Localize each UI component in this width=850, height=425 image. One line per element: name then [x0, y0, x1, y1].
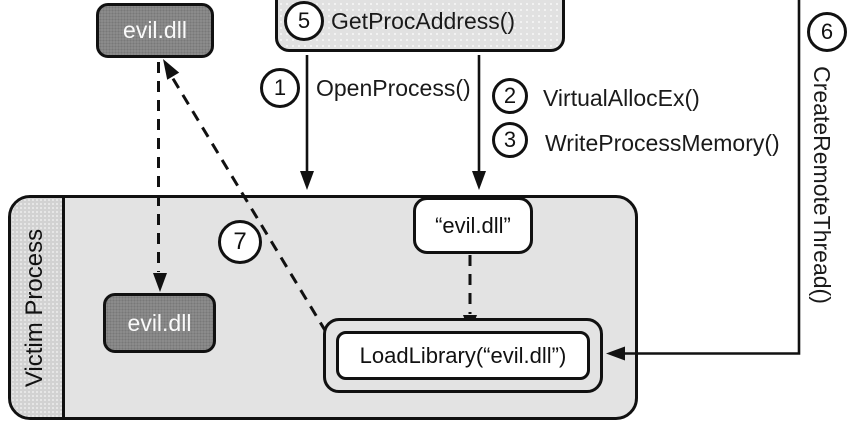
step-5-badge: 5 — [284, 1, 324, 41]
evil-dll-string-box: “evil.dll” — [413, 197, 533, 254]
step-2-badge: 2 — [492, 78, 528, 114]
openprocess-label: OpenProcess() — [316, 75, 471, 101]
getprocaddress-box — [275, 0, 565, 52]
virtualallocex-writeprocessmemory-arrow — [472, 55, 486, 190]
victim-process-title: Victim Process — [21, 228, 48, 388]
evil-dll-label: evil.dll — [123, 17, 187, 43]
writeprocessmemory-label: WriteProcessMemory() — [545, 130, 780, 156]
openprocess-arrow — [300, 55, 314, 190]
step-6-badge: 6 — [807, 12, 847, 52]
evil-dll-box-injected: evil.dll — [103, 293, 216, 353]
loadlibrary-box: LoadLibrary(“evil.dll”) — [336, 331, 590, 380]
victim-process-band — [11, 198, 65, 417]
createremotethread-label: CreateRemoteThread() — [809, 66, 835, 304]
injected-evil-dll-label: evil.dll — [127, 309, 192, 336]
step-1-badge: 1 — [260, 68, 300, 108]
getprocaddress-label: GetProcAddress() — [331, 8, 516, 34]
loadlibrary-label: LoadLibrary(“evil.dll”) — [359, 342, 567, 368]
step-3-badge: 3 — [492, 122, 528, 158]
virtualallocex-label: VirtualAllocEx() — [543, 85, 700, 111]
evil-dll-box-attacker: evil.dll — [96, 3, 214, 58]
step-7-badge: 7 — [218, 220, 262, 264]
